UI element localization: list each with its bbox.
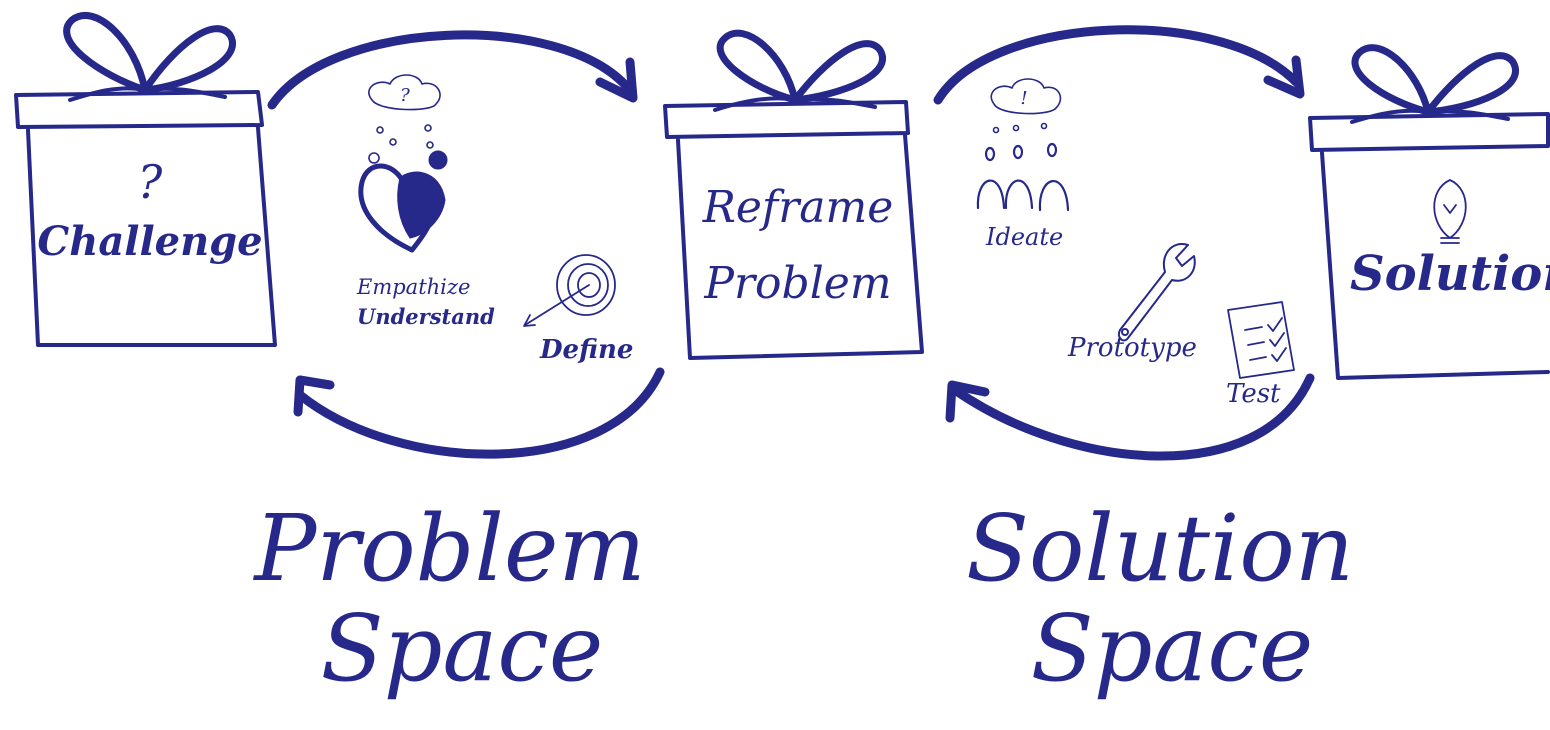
wrench-icon [1118, 243, 1196, 342]
solution-box-body [1320, 151, 1550, 380]
cycle-arrow-icon [945, 380, 990, 423]
cycle-arrow-icon [933, 25, 1301, 105]
step-prototype: Prototype [1067, 333, 1197, 363]
problem-space-line1: Problem [252, 495, 645, 602]
reframe-gift-box [663, 29, 924, 360]
solution-thought-mark: ! [1020, 88, 1027, 109]
solution-label: Solution [1350, 246, 1550, 302]
challenge-gift-box [14, 11, 277, 347]
heart-person-icon [358, 150, 448, 253]
reframe-box-body [676, 133, 924, 360]
gift-bow-icon [713, 29, 886, 112]
step-understand: Understand [357, 304, 495, 329]
solution-box-lid [1308, 112, 1550, 152]
step-empathize: Empathize [356, 275, 470, 299]
reframe-box-lid [663, 100, 910, 139]
gift-bow-icon [1350, 44, 1519, 124]
problem-thought-mark: ? [400, 85, 410, 106]
cycle-arrow-icon [595, 57, 638, 103]
step-test: Test [1226, 379, 1281, 409]
thought-cloud-icon [368, 74, 441, 164]
solution-space-line1: Solution [966, 495, 1354, 602]
problem-space-line2: Space [321, 595, 604, 702]
challenge-question-mark: ? [138, 155, 163, 209]
challenge-box-body [26, 126, 277, 347]
lightbulb-icon [1433, 179, 1467, 244]
thought-cloud-icon [990, 78, 1062, 134]
step-ideate: Ideate [985, 223, 1063, 251]
checklist-icon [1227, 301, 1295, 379]
challenge-box-lid [14, 90, 264, 129]
gift-bow-icon [63, 11, 236, 102]
target-icon [523, 254, 616, 327]
cycle-arrow-icon [950, 373, 1315, 461]
cycle-arrow-icon [1263, 55, 1305, 99]
step-define: Define [539, 335, 633, 365]
cycle-arrow-icon [295, 367, 665, 459]
solution-space-line2: Space [1031, 595, 1314, 702]
people-icon [976, 142, 1070, 212]
reframe-label-line2: Problem [703, 258, 891, 309]
cycle-arrow-icon [293, 375, 335, 417]
solution-gift-box [1308, 44, 1550, 380]
cycle-arrow-icon [267, 30, 633, 110]
reframe-label-line1: Reframe [702, 182, 893, 233]
challenge-label: Challenge [37, 218, 262, 265]
